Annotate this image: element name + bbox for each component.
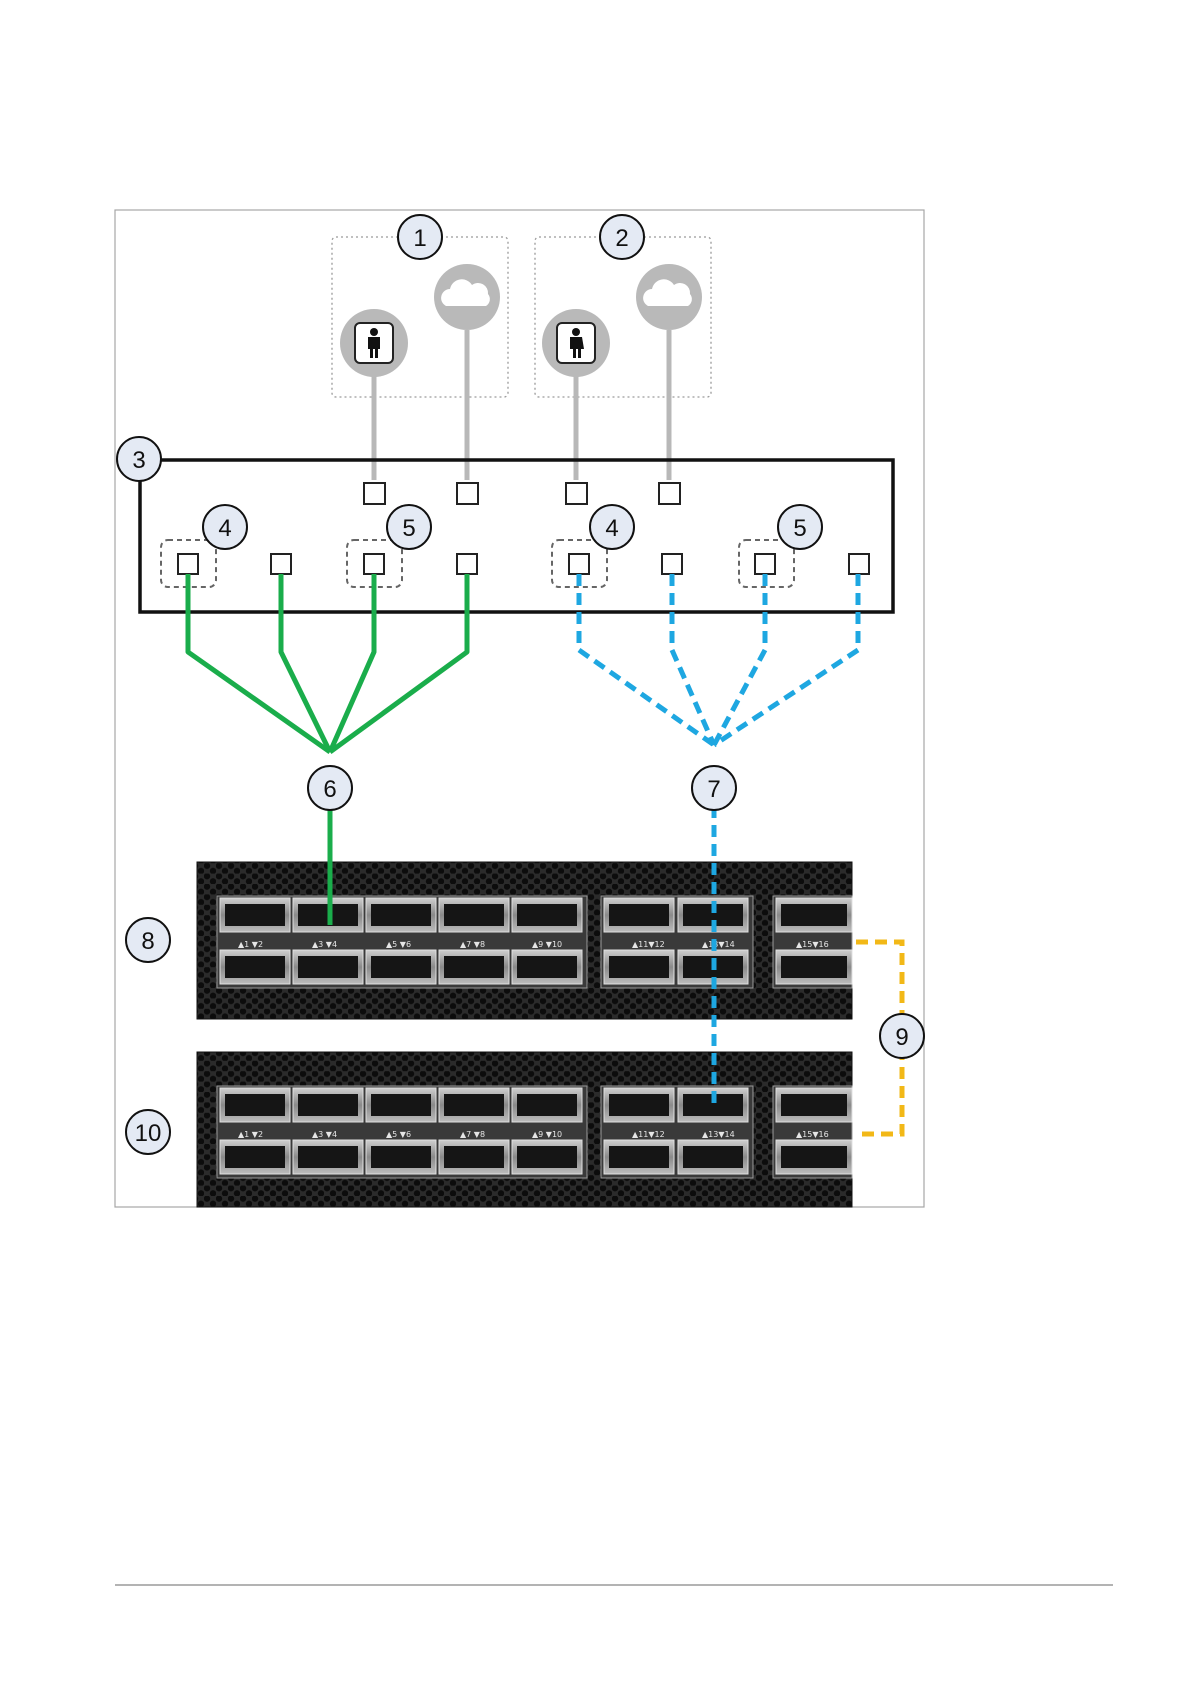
port-label: ▲7 ▼8 — [460, 940, 485, 949]
qsfp-port-socket — [444, 904, 504, 926]
qsfp-port-socket — [781, 1094, 847, 1116]
callout-2: 2 — [600, 215, 644, 259]
port-label: ▲15▼16 — [796, 940, 829, 949]
port-label: ▲1 ▼2 — [238, 1130, 263, 1139]
cloud-icon — [434, 264, 500, 330]
port-label: ▲13▼14 — [702, 940, 735, 949]
qsfp-port-socket — [371, 1146, 431, 1168]
qsfp-port-socket — [781, 956, 847, 978]
person-icon — [340, 309, 408, 377]
qsfp-port-socket — [225, 904, 285, 926]
qsfp-port-socket — [517, 1146, 577, 1168]
port-label: ▲7 ▼8 — [460, 1130, 485, 1139]
callout-6: 6 — [308, 766, 352, 810]
port-label: ▲9 ▼10 — [532, 1130, 562, 1139]
qsfp-port-socket — [444, 956, 504, 978]
qsfp-port-socket — [371, 956, 431, 978]
callout-9: 9 — [880, 1014, 924, 1058]
qsfp-port-socket — [298, 1146, 358, 1168]
port-label: ▲1 ▼2 — [238, 940, 263, 949]
svg-text:1: 1 — [413, 225, 426, 252]
callout-7: 7 — [692, 766, 736, 810]
port-label: ▲9 ▼10 — [532, 940, 562, 949]
callout-10: 10 — [126, 1110, 170, 1154]
qsfp-port-socket — [609, 956, 669, 978]
qsfp-port-socket — [444, 1094, 504, 1116]
port-label: ▲5 ▼6 — [386, 940, 411, 949]
svg-text:8: 8 — [141, 928, 154, 955]
svg-text:7: 7 — [707, 776, 720, 803]
qsfp-port-socket — [781, 904, 847, 926]
qsfp-port-socket — [225, 956, 285, 978]
qsfp-port-socket — [371, 904, 431, 926]
callout-4: 4 — [590, 505, 634, 549]
qsfp-port-socket — [609, 904, 669, 926]
qsfp-port-socket — [225, 1094, 285, 1116]
port-label: ▲15▼16 — [796, 1130, 829, 1139]
svg-text:4: 4 — [605, 515, 618, 542]
callout-3: 3 — [117, 437, 161, 481]
qsfp-port-socket — [225, 1146, 285, 1168]
qsfp-port-socket — [517, 956, 577, 978]
qsfp-port-socket — [517, 904, 577, 926]
svg-text:5: 5 — [793, 515, 806, 542]
callout-5: 5 — [778, 505, 822, 549]
port-label: ▲11▼12 — [632, 940, 665, 949]
qsfp-port-socket — [298, 1094, 358, 1116]
port-label: ▲3 ▼4 — [312, 1130, 337, 1139]
cloud-icon — [636, 264, 702, 330]
qsfp-port-socket — [444, 1146, 504, 1168]
qsfp-port-socket — [683, 1146, 743, 1168]
port-label: ▲5 ▼6 — [386, 1130, 411, 1139]
svg-text:3: 3 — [132, 447, 145, 474]
port-label: ▲13▼14 — [702, 1130, 735, 1139]
switch-top — [197, 862, 852, 1019]
qsfp-port-socket — [298, 956, 358, 978]
svg-text:2: 2 — [615, 225, 628, 252]
qsfp-port-socket — [781, 1146, 847, 1168]
qsfp-port-socket — [609, 1146, 669, 1168]
callout-4: 4 — [203, 505, 247, 549]
qsfp-port-socket — [371, 1094, 431, 1116]
qsfp-port-socket — [609, 1094, 669, 1116]
svg-text:4: 4 — [218, 515, 231, 542]
svg-text:6: 6 — [323, 776, 336, 803]
svg-text:10: 10 — [135, 1120, 162, 1147]
person-icon — [542, 309, 610, 377]
port-label: ▲3 ▼4 — [312, 940, 337, 949]
callout-5: 5 — [387, 505, 431, 549]
port-label: ▲11▼12 — [632, 1130, 665, 1139]
callout-8: 8 — [126, 918, 170, 962]
callout-1: 1 — [398, 215, 442, 259]
qsfp-port-socket — [517, 1094, 577, 1116]
svg-text:9: 9 — [895, 1024, 908, 1051]
svg-text:5: 5 — [402, 515, 415, 542]
switch-bottom — [197, 1052, 852, 1207]
